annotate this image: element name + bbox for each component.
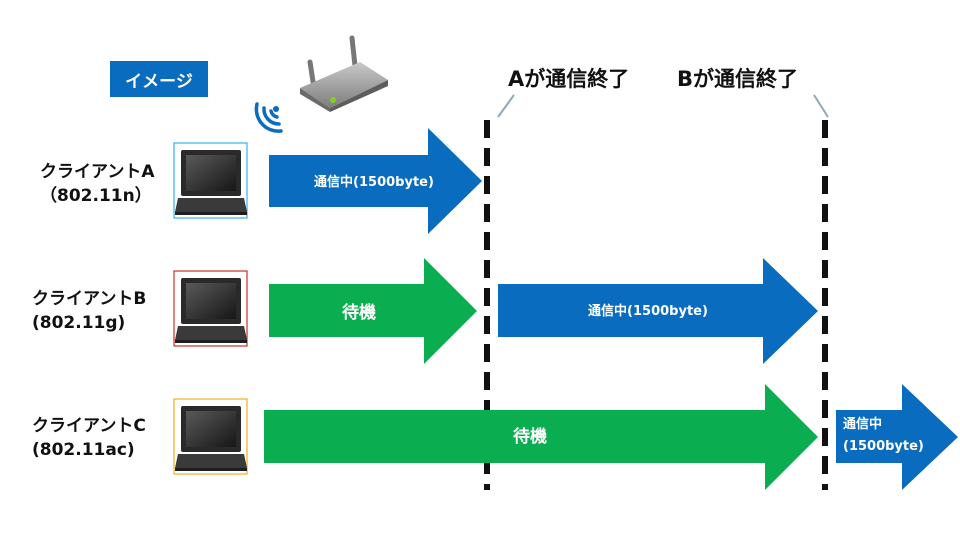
c-wait-arrow [264,384,818,490]
client-b-name: クライアントB [32,289,147,309]
client-a-name: クライアントA [40,162,155,182]
client-b-standard: (802.11g) [32,313,126,333]
b-transmit-arrow [498,258,818,364]
router-icon [300,35,388,112]
laptop-a-icon [173,142,248,219]
wifi-signal-icon [254,102,283,133]
connector-b [813,94,829,118]
c-transmit-arrow [836,384,958,490]
c-transmit-label-line2: (1500byte) [843,439,924,454]
c-transmit-label-line1: 通信中 [843,416,882,432]
connector-a [497,94,515,118]
client-c-name: クライアントC [32,416,146,436]
b-done-label: Bが通信終了 [677,67,798,91]
image-badge: イメージ [110,61,208,97]
a-transmit-arrow [269,128,482,234]
client-c-standard: (802.11ac) [32,440,135,460]
c-wait-label: 待機 [513,426,547,447]
b-wait-arrow [269,258,477,364]
laptop-c-icon [173,398,248,475]
client-a-standard: （802.11n） [40,186,152,206]
a-transmit-label: 通信中(1500byte) [314,174,434,190]
b-transmit-label: 通信中(1500byte) [588,303,708,319]
a-done-label: Aが通信終了 [508,67,629,91]
b-wait-label: 待機 [342,302,376,323]
laptop-b-icon [173,270,248,347]
